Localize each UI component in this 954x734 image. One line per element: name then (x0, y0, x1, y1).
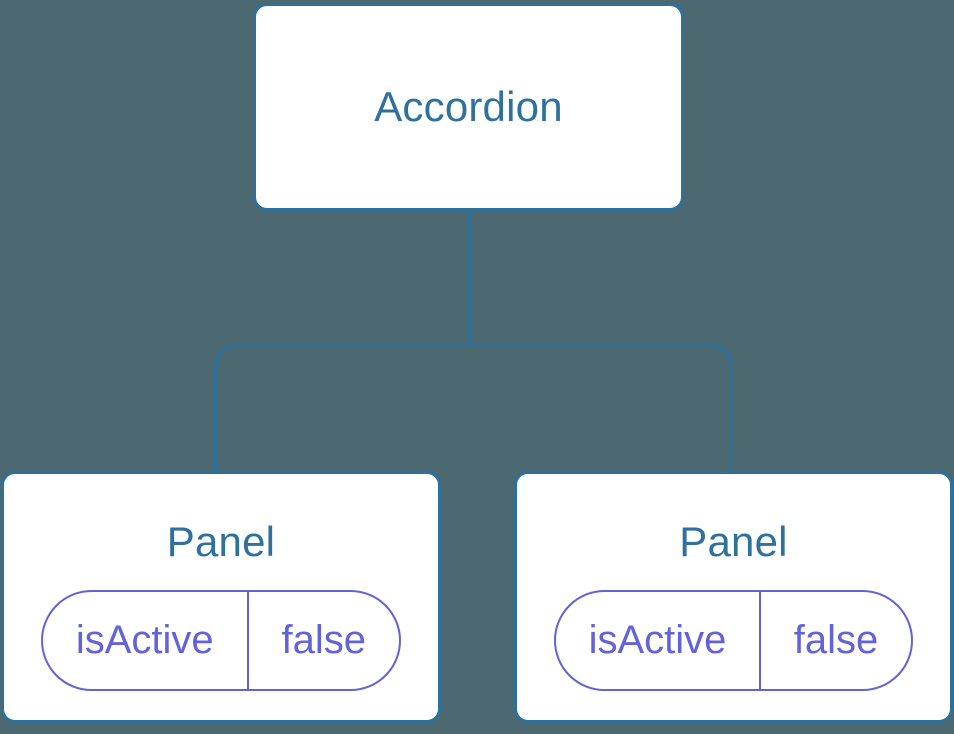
state-value: false (281, 618, 367, 662)
children-connector-bracket (214, 343, 732, 471)
panel-node-1: Panel isActive false (1, 471, 441, 723)
panel-node-2-label: Panel (679, 518, 788, 565)
accordion-node-label: Accordion (374, 83, 563, 130)
state-key: isActive (556, 592, 761, 689)
root-connector-line (468, 209, 471, 345)
panel-node-1-state-pill: isActive false (41, 590, 401, 691)
panel-node-1-label: Panel (166, 518, 276, 565)
state-value: false (793, 618, 879, 662)
accordion-node: Accordion (253, 3, 684, 211)
panel-node-2-state-pill: isActive false (554, 590, 913, 691)
state-key: isActive (43, 592, 249, 689)
panel-node-2: Panel isActive false (514, 471, 953, 723)
